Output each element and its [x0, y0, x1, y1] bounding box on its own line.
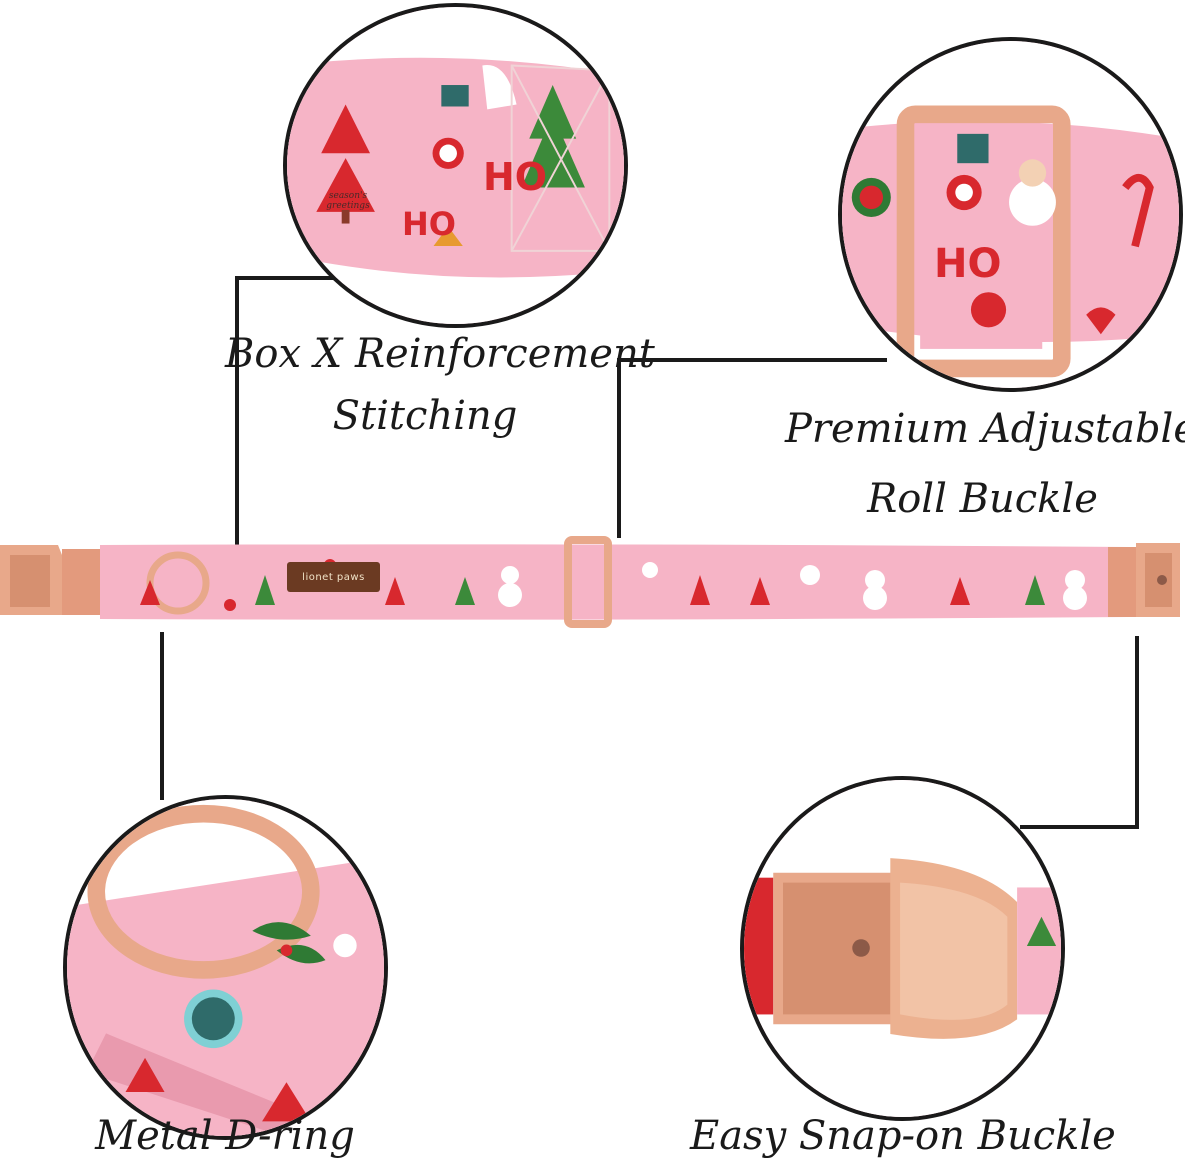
label-easy-snap-on-buckle: Easy Snap-on Buckle: [690, 1113, 1116, 1159]
label-box-x-line-1: Box X Reinforcement: [225, 331, 655, 377]
greeting-line-1: season's: [328, 191, 368, 201]
connector-line-roll-buckle-top: [617, 358, 887, 362]
ho-pattern-text-3: HO: [934, 241, 1002, 287]
greeting-text: season's greetings: [313, 191, 383, 212]
label-roll-buckle: Premium Adjustable Roll Buckle: [785, 405, 1185, 523]
ho-pattern-text: HO: [483, 155, 548, 199]
connector-line-roll-buckle: [617, 358, 621, 538]
label-box-x-reinforcement: Box X Reinforcement Stitching: [225, 330, 655, 440]
connector-line-snap-buckle-bottom: [1020, 825, 1139, 829]
connector-line-box-x-top: [235, 276, 335, 280]
connector-line-box-x: [235, 276, 239, 551]
zoom-circle-snap-buckle: [740, 776, 1065, 1121]
connector-line-d-ring: [160, 632, 164, 800]
dog-collar: [0, 536, 1180, 628]
brand-leather-tag: lionet paws: [287, 562, 380, 592]
zoom-circle-box-x-stitching: season's greetings HO HO: [283, 3, 628, 328]
greeting-line-2: greetings: [326, 200, 370, 211]
ho-pattern-text-2: HO: [402, 205, 456, 243]
connector-line-snap-buckle: [1135, 636, 1139, 828]
label-box-x-line-2: Stitching: [332, 393, 518, 439]
label-metal-d-ring: Metal D-ring: [95, 1113, 355, 1159]
label-roll-buckle-line-1: Premium Adjustable: [785, 406, 1185, 452]
zoom-circle-d-ring: [63, 795, 388, 1140]
label-roll-buckle-line-2: Roll Buckle: [867, 476, 1098, 522]
collar-pattern: [140, 559, 1087, 611]
zoom-circle-roll-buckle: HO: [838, 37, 1183, 392]
